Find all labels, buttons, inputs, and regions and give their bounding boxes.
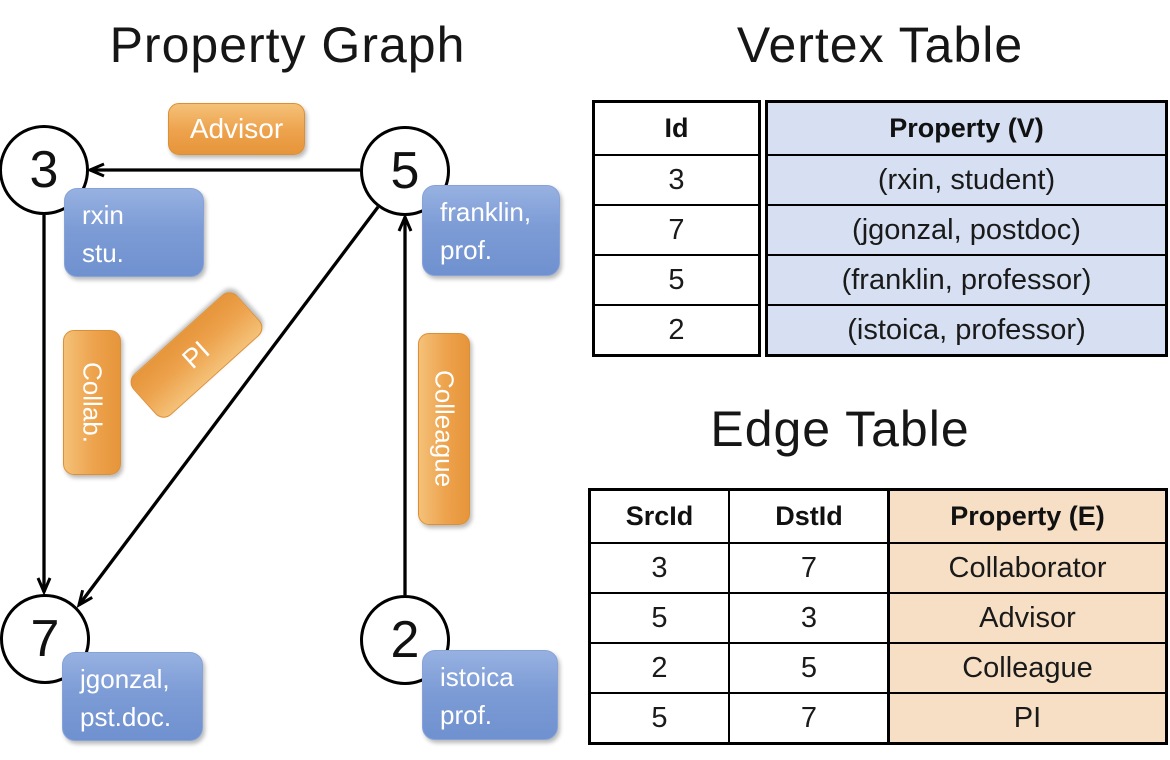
table-row: PI — [887, 692, 1168, 745]
edge-dst-cell: 5 — [728, 642, 891, 694]
edge-table-property-column: Property (E) Collaborator Advisor Collea… — [887, 488, 1168, 745]
vertex-property-box-7-line1: jgonzal, — [80, 664, 170, 694]
table-row: 5 — [592, 254, 761, 306]
vertex-table: Id 3 7 5 2 Property (V) (rxin, student) … — [592, 100, 1168, 373]
edge-src-cell: 2 — [588, 642, 730, 694]
vertex-property-box-3-line1: rxin — [82, 200, 124, 230]
vertex-property-box-2-line2: prof. — [440, 700, 493, 730]
edge-src-cell: 5 — [588, 692, 730, 745]
property-graph-title: Property Graph — [109, 17, 466, 73]
table-row: 5 7 — [588, 692, 891, 745]
vertex-node-3: 3 — [0, 125, 89, 215]
table-row: (franklin, professor) — [765, 254, 1168, 306]
vertex-node-5: 5 — [360, 126, 450, 216]
vertex-property-box-2-line1: istoica — [440, 662, 514, 692]
table-row: 2 5 — [588, 642, 891, 694]
vertex-property-box-3: rxin stu. — [64, 188, 204, 277]
vertex-table-id-column: Id 3 7 5 2 — [592, 100, 761, 357]
table-row: 5 3 — [588, 592, 891, 644]
edge-table-header-srcid: SrcId — [588, 488, 730, 544]
edge-property-cell: Collaborator — [887, 542, 1168, 594]
table-row: 2 — [592, 304, 761, 357]
edge-property-cell: Colleague — [887, 642, 1168, 694]
edge-dst-cell: 7 — [728, 692, 891, 745]
vertex-property-cell: (jgonzal, postdoc) — [765, 204, 1168, 256]
edge-table-header-dstid: DstId — [728, 488, 891, 544]
vertex-node-3-id: 3 — [29, 141, 59, 199]
edge-label-pi: PI — [126, 287, 267, 423]
edge-table-title: Edge Table — [710, 401, 970, 457]
vertex-node-2-id: 2 — [390, 611, 420, 669]
table-row: 3 7 — [588, 542, 891, 594]
vertex-property-box-5: franklin, prof. — [422, 185, 560, 276]
vertex-table-header-property: Property (V) — [765, 100, 1168, 156]
vertex-property-cell: (franklin, professor) — [765, 254, 1168, 306]
table-row: (jgonzal, postdoc) — [765, 204, 1168, 256]
edge-table-ids-columns: SrcId DstId 3 7 5 3 2 5 5 7 — [588, 488, 891, 745]
edge-src-cell: 5 — [588, 592, 730, 644]
vertex-property-box-7-line2: pst.doc. — [80, 702, 172, 732]
edge-dst-cell: 7 — [728, 542, 891, 594]
table-row: Colleague — [887, 642, 1168, 694]
vertex-id-cell: 7 — [592, 204, 761, 256]
edge-label-colleague: Colleague — [418, 333, 470, 525]
table-row: Advisor — [887, 592, 1168, 644]
vertex-table-property-column: Property (V) (rxin, student) (jgonzal, p… — [765, 100, 1168, 357]
edge-label-collab: Collab. — [63, 330, 121, 475]
vertex-property-box-3-line2: stu. — [82, 238, 124, 268]
table-row: (istoica, professor) — [765, 304, 1168, 357]
vertex-property-box-5-line1: franklin, — [440, 197, 532, 227]
table-row: 3 — [592, 154, 761, 206]
edge-table: SrcId DstId 3 7 5 3 2 5 5 7 Property (E)… — [588, 488, 1168, 758]
table-row: Collaborator — [887, 542, 1168, 594]
vertex-property-box-2: istoica prof. — [422, 650, 558, 740]
vertex-node-5-id: 5 — [390, 142, 420, 200]
table-row: (rxin, student) — [765, 154, 1168, 206]
vertex-property-box-5-line2: prof. — [440, 235, 493, 265]
edge-property-cell: PI — [887, 692, 1168, 745]
vertex-id-cell: 5 — [592, 254, 761, 306]
vertex-property-box-7: jgonzal, pst.doc. — [62, 652, 203, 741]
vertex-table-header-id: Id — [592, 100, 761, 156]
edge-src-cell: 3 — [588, 542, 730, 594]
vertex-property-cell: (rxin, student) — [765, 154, 1168, 206]
edge-property-cell: Advisor — [887, 592, 1168, 644]
edge-label-advisor: Advisor — [168, 103, 305, 155]
edge-dst-cell: 3 — [728, 592, 891, 644]
vertex-property-cell: (istoica, professor) — [765, 304, 1168, 357]
vertex-node-7-id: 7 — [30, 610, 60, 668]
vertex-id-cell: 3 — [592, 154, 761, 206]
table-row: 7 — [592, 204, 761, 256]
vertex-table-title: Vertex Table — [736, 17, 1024, 73]
edge-table-header-property: Property (E) — [887, 488, 1168, 544]
vertex-id-cell: 2 — [592, 304, 761, 357]
